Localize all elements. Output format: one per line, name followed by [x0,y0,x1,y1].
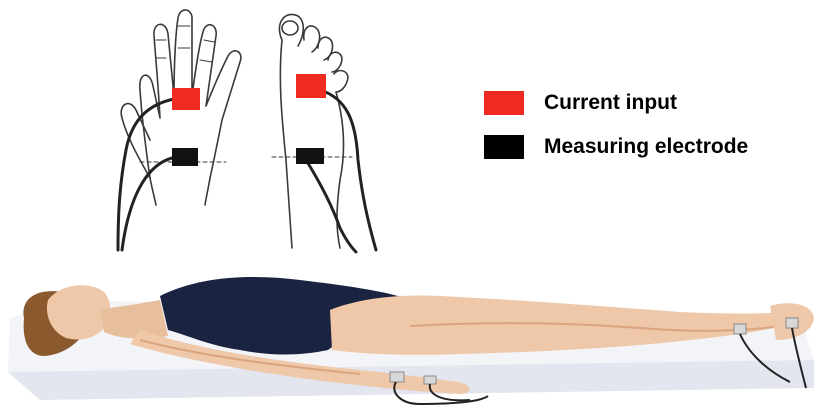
legend-item-measuring-electrode: Measuring electrode [484,132,748,162]
measuring-electrode-swatch [484,135,524,159]
photo-hand-electrode [424,376,436,384]
patient-photo [8,277,814,404]
current-input-swatch [484,91,524,115]
foot-measuring-electrode [296,148,324,164]
photo-ankle-electrode [734,324,746,334]
photo-foot-electrode [786,318,798,328]
hand-current-electrode [172,88,200,110]
photo-wrist-electrode [390,372,404,382]
hand-wires [118,99,174,250]
legend-item-current-input: Current input [484,88,748,118]
foot-drawing [272,14,352,248]
legend-label-measuring-electrode: Measuring electrode [544,135,748,159]
legend: Current input Measuring electrode [484,88,748,176]
hand-measuring-electrode [172,148,198,166]
foot-current-electrode [296,74,326,98]
legend-label-current-input: Current input [544,91,677,115]
